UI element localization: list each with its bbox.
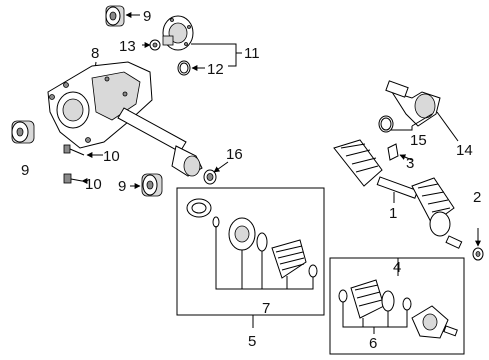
mount-bushing-top [105, 5, 125, 27]
retaining-clip-3 [387, 143, 399, 161]
mount-bushing-bottom [141, 173, 163, 197]
flange-nut [149, 39, 161, 51]
callout-1: 1 [389, 205, 397, 222]
output-flange [162, 15, 194, 51]
callout-5: 5 [248, 333, 256, 350]
boot-kit-box-5 [176, 187, 325, 316]
flange-seal [177, 60, 191, 76]
callout-11: 11 [244, 45, 260, 62]
callout-3: 3 [406, 155, 414, 172]
leader-16 [213, 161, 229, 173]
differential-housing [47, 61, 153, 149]
callout-12: 12 [207, 61, 224, 78]
leader-3 [399, 154, 413, 161]
callout-9-bottom: 9 [118, 178, 126, 195]
bracket-11 [191, 43, 237, 67]
callout-4: 4 [393, 259, 401, 276]
flange-circlip [378, 115, 394, 133]
bracket-6 [342, 302, 408, 328]
axle-nut-2 [472, 247, 484, 261]
callout-15: 15 [410, 132, 427, 149]
callout-9-left: 9 [21, 162, 29, 179]
callout-16: 16 [226, 146, 243, 163]
callout-7: 7 [262, 300, 270, 317]
callout-14: 14 [456, 142, 473, 159]
callout-9-top: 9 [143, 8, 151, 25]
bolt-lower [63, 173, 83, 184]
callout-10-a: 10 [103, 148, 120, 165]
callout-6: 6 [369, 335, 377, 352]
boot-kit-5-parts [186, 198, 318, 279]
callout-8: 8 [91, 45, 99, 62]
leader-14 [436, 111, 459, 142]
axle-seal-16 [203, 169, 217, 185]
callout-13: 13 [119, 38, 136, 55]
bolt-upper [63, 144, 85, 156]
axle-tube [117, 107, 203, 177]
drive-shaft-assembly [333, 139, 463, 249]
callout-10-b: 10 [85, 176, 102, 193]
boot-kit-box-4 [329, 257, 465, 355]
mount-bushing-left [11, 120, 35, 144]
boot-kit-4-parts [338, 279, 458, 339]
bracket-7 [215, 226, 314, 290]
callout-2: 2 [473, 189, 481, 206]
stub-shaft-flange [385, 80, 441, 127]
